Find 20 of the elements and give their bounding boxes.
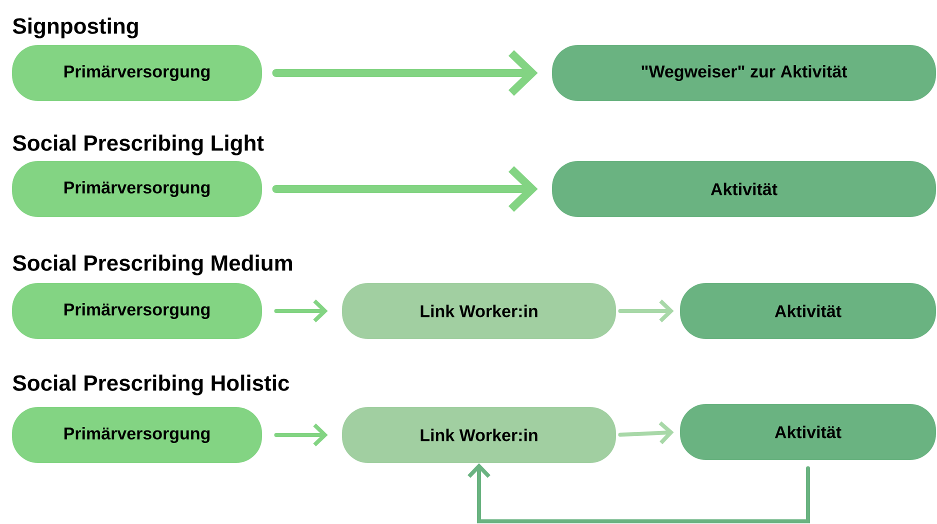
arrow (274, 300, 328, 322)
arrow (274, 424, 328, 446)
arrow (618, 300, 674, 322)
process-box: Primärversorgung (12, 161, 262, 217)
section-heading: Social Prescribing Light (12, 134, 264, 156)
process-box: Link Worker:in (342, 283, 616, 339)
process-box: Primärversorgung (12, 407, 262, 463)
process-box: Primärversorgung (12, 45, 262, 101)
arrow (272, 50, 538, 96)
process-box: Aktivität (552, 161, 936, 217)
section-heading: Social Prescribing Medium (12, 254, 292, 276)
arrow (272, 166, 538, 212)
process-box: Link Worker:in (342, 407, 616, 463)
process-box: "Wegweiser" zur Aktivität (552, 45, 936, 101)
process-box: Primärversorgung (12, 283, 262, 339)
process-box: Aktivität (680, 404, 936, 460)
arrow (618, 421, 674, 444)
section-heading: Social Prescribing Holistic (12, 374, 290, 396)
arrow (468, 463, 810, 524)
process-box: Aktivität (680, 283, 936, 339)
